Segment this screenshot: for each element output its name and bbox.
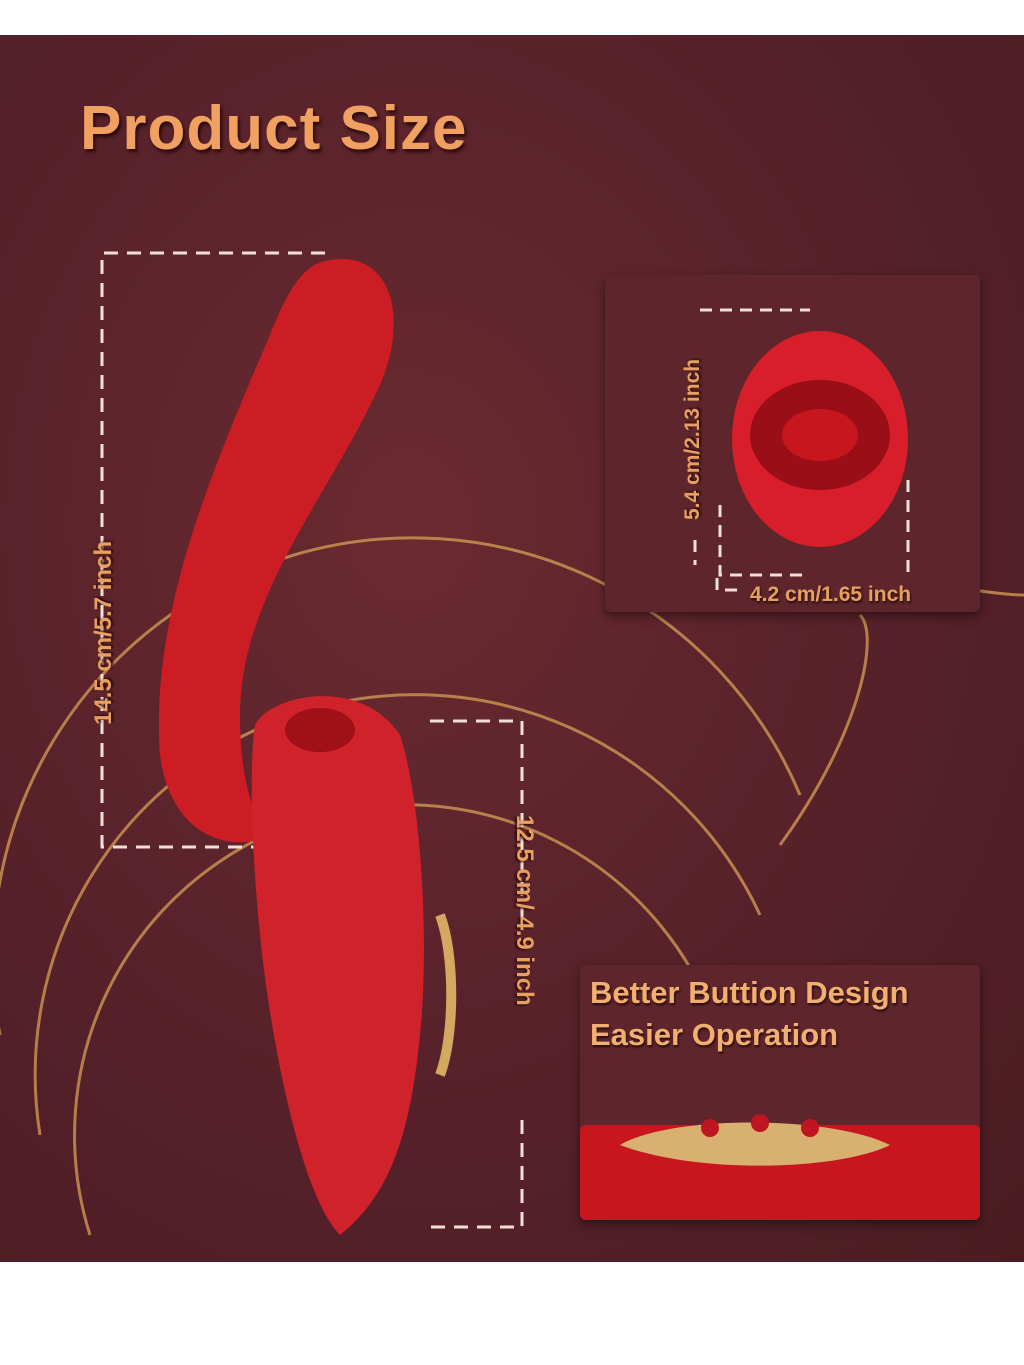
button-panel-line1: Better Buttion Design: [590, 975, 909, 1010]
head-illustration: [693, 308, 910, 592]
shaft-length-label: 14.5 cm/5.7 inch: [90, 540, 117, 725]
product-size-infographic: Product Size 14.5 cm/5.7 inch 12.5 cm/ 4…: [0, 35, 1024, 1262]
button-closeup-illustration: [580, 1114, 980, 1220]
button-design-panel: Better Buttion Design Easier Operation: [580, 965, 980, 1220]
decor-gold-arcs: [0, 251, 1024, 1236]
head-width-label: 4.2 cm/1.65 inch: [750, 583, 912, 606]
head-height-label: 5.4 cm/2.13 inch: [681, 358, 704, 520]
head-size-panel: 5.4 cm/2.13 inch 4.2 cm/1.65 inch: [605, 275, 980, 612]
page-title: Product Size: [80, 94, 468, 163]
product-illustration: [158, 258, 457, 1235]
body-length-label: 12.5 cm/ 4.9 inch: [511, 815, 538, 1006]
button-panel-line2: Easier Operation: [590, 1017, 839, 1052]
